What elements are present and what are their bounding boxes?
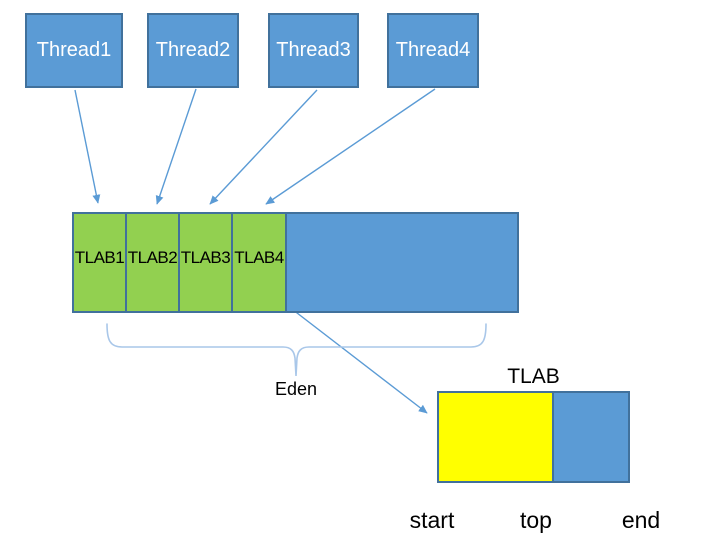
- tlab4-label: TLAB4: [234, 247, 284, 267]
- tlab2-label: TLAB2: [127, 247, 178, 267]
- arrow-thread4-to-tlab4: [265, 88, 436, 205]
- thread3-box: Thread3: [268, 13, 359, 88]
- arrow-thread1-to-tlab1: [74, 89, 101, 204]
- arrow-thread3-to-tlab3: [209, 89, 318, 205]
- tlab1-cell: TLAB1: [74, 214, 127, 311]
- eden-region-bar: TLAB1 TLAB2 TLAB3 TLAB4: [72, 212, 519, 313]
- pointer-label-top: top: [520, 507, 552, 533]
- thread2-label: Thread2: [155, 39, 231, 61]
- thread3-label: Thread3: [276, 39, 351, 61]
- thread2-box: Thread2: [147, 13, 239, 88]
- tlab-detail-box: [437, 391, 630, 483]
- arrow-thread2-to-tlab2: [155, 88, 197, 205]
- tlab2-cell: TLAB2: [127, 214, 180, 311]
- thread4-label: Thread4: [395, 39, 471, 61]
- thread4-box: Thread4: [387, 13, 479, 88]
- pointer-label-end: end: [621, 507, 661, 533]
- tlab4-cell: TLAB4: [233, 214, 287, 311]
- tlab3-label: TLAB3: [180, 247, 231, 267]
- tlab-used-region: [439, 393, 554, 481]
- tlab1-label: TLAB1: [74, 247, 125, 267]
- pointer-label-start: start: [409, 507, 455, 533]
- thread1-box: Thread1: [25, 13, 123, 88]
- tlab-detail-title: TLAB: [507, 365, 560, 388]
- tlab3-cell: TLAB3: [180, 214, 233, 311]
- thread1-label: Thread1: [36, 39, 112, 61]
- eden-brace: [106, 323, 487, 377]
- eden-label: Eden: [274, 379, 318, 399]
